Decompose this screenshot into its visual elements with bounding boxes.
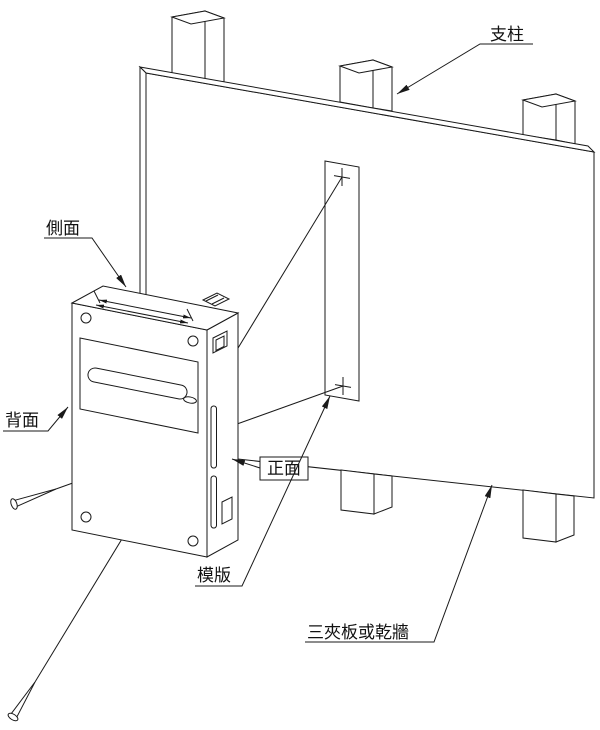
stud3-top <box>521 93 577 108</box>
label-side-face: 側面 <box>46 219 80 238</box>
leader-side-face <box>44 237 127 288</box>
leader-back-face <box>3 406 69 432</box>
template-outline <box>324 160 360 402</box>
stud1-side <box>204 10 225 83</box>
device-small-oval <box>183 396 197 404</box>
label-board: 三夾板或乾牆 <box>307 623 409 642</box>
mount-hole-bottom-left <box>80 511 92 523</box>
device <box>70 285 240 558</box>
screw-bottom-shaft-2 <box>9 681 36 716</box>
mounting-template <box>324 160 360 402</box>
stud1-top <box>170 10 226 25</box>
stud2-bottom-front <box>340 469 375 515</box>
label-template: 模版 <box>197 566 231 585</box>
side-port-outer <box>212 330 228 354</box>
side-notch <box>221 496 233 525</box>
device-back-face <box>71 302 208 558</box>
screw-middle-shaft-1 <box>14 488 57 508</box>
dimension-tick-left <box>93 290 101 304</box>
device-slot <box>87 367 188 400</box>
screw-bottom-shaft-1 <box>15 681 36 720</box>
mount-hole-top-left <box>80 312 92 324</box>
screw-bottom-head <box>7 712 19 722</box>
dimension-tick-right <box>186 308 194 322</box>
side-slot-2 <box>210 475 217 529</box>
stud2-bottom-side <box>373 473 393 515</box>
screws <box>7 488 57 722</box>
top-hatched-block <box>201 292 231 307</box>
mount-hole-bottom-right <box>187 535 199 547</box>
stud3-bottom-side <box>555 493 575 543</box>
screw-bottom <box>7 681 36 722</box>
screw-middle-shaft-2 <box>12 488 57 502</box>
studs-top <box>170 10 577 145</box>
annotations: 支柱 側面 背面 正面 模版 三夾板或乾牆 <box>3 25 533 643</box>
label-back-face: 背面 <box>5 411 39 430</box>
leader-template <box>195 395 331 587</box>
hatch-line-2 <box>211 297 225 305</box>
leader-post <box>396 43 533 95</box>
hatch-line-1 <box>205 294 219 302</box>
screw-middle <box>10 488 57 510</box>
stud2-top <box>338 59 394 74</box>
screw-middle-head <box>10 498 18 510</box>
label-front-face-box <box>259 456 309 481</box>
top-dimension-line-2 <box>95 304 189 324</box>
stud3-bottom-front <box>522 489 557 543</box>
side-port-inner <box>215 335 225 352</box>
studs-bottom <box>340 469 575 543</box>
leader-board <box>305 484 493 643</box>
side-slot-1 <box>210 405 217 469</box>
label-front-face: 正面 <box>267 459 301 478</box>
device-inner-panel <box>79 337 199 434</box>
mount-hole-top-right <box>187 335 199 347</box>
label-post: 支柱 <box>490 25 524 44</box>
leader-front-face <box>231 458 261 469</box>
